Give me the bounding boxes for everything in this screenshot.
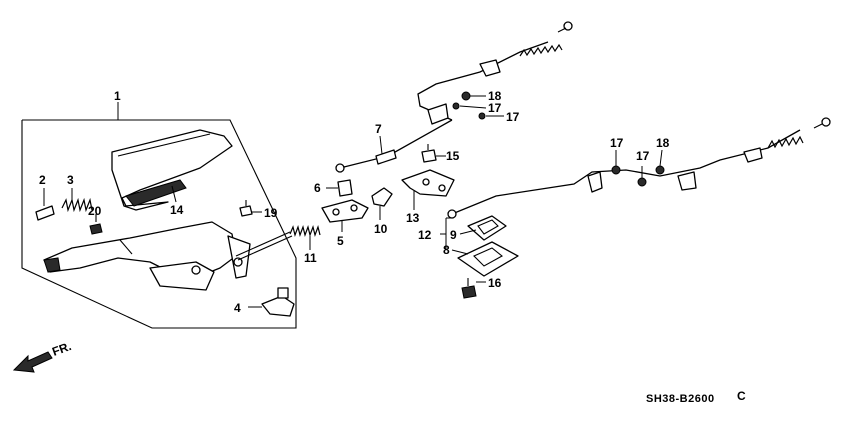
callout-2: 2 [39,173,46,187]
callout-6: 6 [314,181,321,195]
callout-17-left-lower: 17 [506,110,520,124]
part-5-equalizer [321,199,369,232]
callout-9: 9 [450,228,457,242]
callout-17-right-b: 17 [636,149,650,163]
callout-8: 8 [443,243,450,257]
callout-17-left-upper: 17 [488,101,502,115]
callout-15: 15 [446,149,460,163]
part-13-bracket [401,169,455,210]
callout-20: 20 [88,204,102,218]
rear-cable-left [417,21,573,125]
part-16-bolt [461,278,486,299]
direction-label: FR. [50,339,73,359]
callout-3: 3 [67,173,74,187]
callout-10: 10 [374,222,388,236]
part-3-spring [61,188,93,213]
part-15-bolt [421,144,446,163]
callout-19: 19 [264,206,278,220]
part-11-spring [289,224,321,250]
diagram-code: SH38-B2600 [646,393,715,405]
callout-17-right-a: 17 [610,136,624,150]
right-cable-fasteners [611,149,665,187]
assembly-outline [21,102,297,329]
callout-13: 13 [406,211,420,225]
left-cable-fasteners [452,91,504,120]
callout-1: 1 [114,89,121,103]
callout-4: 4 [234,301,241,315]
callout-5: 5 [337,234,344,248]
callout-12: 12 [418,228,432,242]
callout-7: 7 [375,122,382,136]
part-20-bolt [89,214,103,235]
part-6-cable-end [326,179,353,197]
part-12-bracket [440,217,452,250]
diagram-suffix: C [737,389,746,403]
rear-cable-right [447,117,831,219]
callout-14: 14 [170,203,184,217]
part-8-plate [451,241,519,277]
part-2-pin [35,188,55,221]
part-10-nut [371,187,393,220]
part-19-bolt [239,200,262,217]
callout-11: 11 [304,251,317,265]
parking-brake-lever [43,221,251,291]
part-4-equalizer [248,287,295,317]
callout-16: 16 [488,276,502,290]
front-direction-arrow-icon [12,351,53,373]
part-14-lever-cover [111,129,233,211]
callout-18-right: 18 [656,136,670,150]
part-9-plate [459,215,507,241]
callout-18-left: 18 [488,89,502,103]
adjusting-rod [235,231,293,261]
part-7-front-cable [335,119,453,173]
